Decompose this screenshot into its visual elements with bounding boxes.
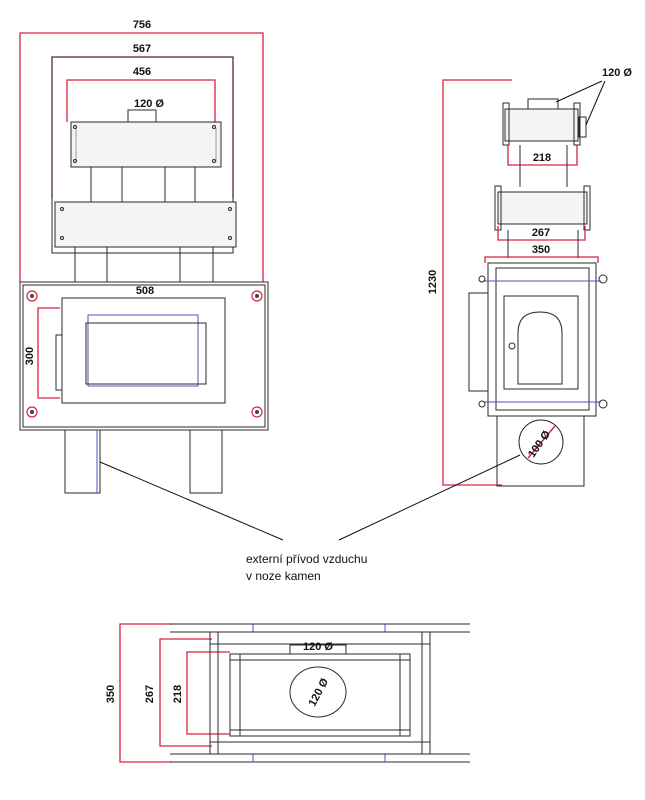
right-leg	[189, 429, 223, 494]
dim-window-width: 508	[136, 285, 154, 297]
glass-outline	[87, 314, 199, 387]
side-base	[496, 415, 585, 487]
top-pipe-label: 120 Ø	[303, 641, 333, 653]
glass-window	[85, 322, 207, 385]
upper-box	[51, 56, 234, 254]
side-view: 120 Ø 218 267 350 1230 100 Ø	[427, 67, 632, 487]
pipe-label-side: 120 Ø	[602, 67, 632, 79]
dim-depth-body: 350	[532, 244, 550, 256]
dimension-line-top-218	[186, 651, 230, 735]
door-handle	[55, 334, 63, 391]
dimension-line-350	[484, 256, 599, 263]
top-center-label: 120 Ø	[307, 676, 332, 708]
dimension-line-218	[507, 145, 578, 166]
dimension-line-top-267	[159, 638, 212, 747]
stove-body	[19, 281, 269, 431]
dimension-line-total-height	[442, 79, 512, 486]
pipe-stub	[127, 109, 157, 124]
callout-line-1: externí přívod vzduchu	[246, 552, 367, 566]
dim-width-mid: 567	[133, 43, 151, 55]
dimension-line-267	[497, 226, 586, 241]
dim-width-inner: 456	[133, 66, 151, 78]
left-leg	[64, 429, 101, 494]
upper-panel	[70, 121, 222, 168]
middle-panel	[54, 201, 237, 248]
pipe-label-front: 120 Ø	[134, 98, 164, 110]
dimension-line-window-height	[37, 307, 60, 399]
air-inlet-circle	[518, 419, 564, 465]
callout: externí přívod vzduchu v noze kamen	[99, 454, 521, 583]
dim-top-267: 267	[144, 685, 156, 703]
dim-depth-mid: 267	[532, 227, 550, 239]
dim-depth-top: 218	[533, 152, 551, 164]
side-door	[503, 295, 579, 390]
dimension-line-outer	[19, 32, 264, 282]
top-view: 120 Ø 120 Ø 350 267 218	[105, 623, 470, 763]
dim-height-total: 1230	[427, 270, 439, 294]
dimension-line-top-350	[119, 623, 172, 763]
inlet-label: 100 Ø	[526, 428, 553, 460]
pipe-stub-side	[527, 98, 559, 110]
dim-width-outer: 756	[133, 19, 151, 31]
dim-top-218: 218	[172, 685, 184, 703]
arched-window	[517, 311, 563, 385]
dim-window-height: 300	[24, 347, 36, 365]
middle-unit	[497, 191, 588, 225]
corner-bolts	[26, 290, 263, 418]
callout-line-2: v noze kamen	[246, 569, 321, 583]
front-view: 756 567 456 120 Ø 508 300	[19, 19, 269, 494]
top-unit	[504, 108, 579, 142]
top-flue-circle	[289, 666, 347, 718]
dimension-line-inner	[66, 79, 216, 122]
top-inner-box	[229, 653, 411, 737]
dim-top-350: 350	[105, 685, 117, 703]
